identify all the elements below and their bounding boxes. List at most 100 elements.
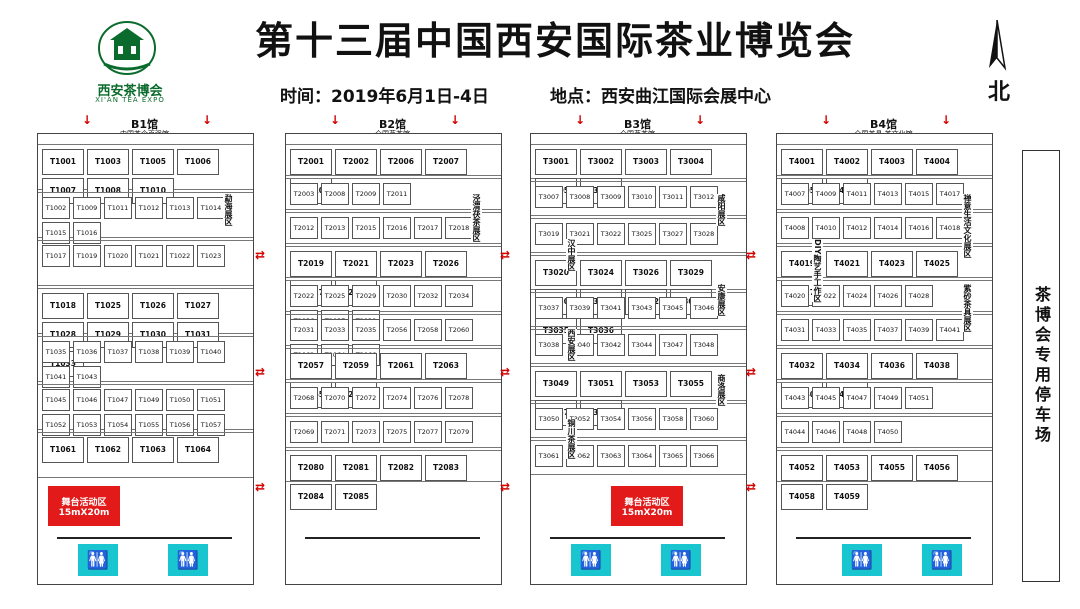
booth[interactable]: T4043 (781, 387, 809, 409)
booth[interactable]: T4050 (874, 421, 902, 443)
booth[interactable]: T1023 (197, 245, 225, 267)
booth[interactable]: T4049 (874, 387, 902, 409)
booth[interactable]: T3007 (535, 186, 563, 208)
booth[interactable]: T4024 (843, 285, 871, 307)
booth[interactable]: T2068 (290, 387, 318, 409)
booth[interactable]: T2069 (290, 421, 318, 443)
booth[interactable]: T3066 (690, 445, 718, 467)
booth[interactable]: T4014 (874, 217, 902, 239)
booth[interactable]: T3050 (535, 408, 563, 430)
booth[interactable]: T3019 (535, 223, 563, 245)
booth[interactable]: T2079 (445, 421, 473, 443)
booth[interactable]: T2002 (335, 149, 377, 175)
booth[interactable]: T2008 (321, 183, 349, 205)
booth[interactable]: T3048 (690, 334, 718, 356)
booth[interactable]: T2034 (445, 285, 473, 307)
booth[interactable]: T4033 (812, 319, 840, 341)
booth[interactable]: T2011 (383, 183, 411, 205)
booth[interactable]: T2013 (321, 217, 349, 239)
booth[interactable]: T3054 (597, 408, 625, 430)
booth[interactable]: T1041 (42, 366, 70, 388)
booth[interactable]: T4035 (843, 319, 871, 341)
booth[interactable]: T4032 (781, 353, 823, 379)
booth[interactable]: T1061 (42, 437, 84, 463)
booth[interactable]: T1018 (42, 293, 84, 319)
booth[interactable]: T1016 (73, 222, 101, 244)
booth[interactable]: T4052 (781, 455, 823, 481)
booth[interactable]: T1012 (135, 197, 163, 219)
booth[interactable]: T4016 (905, 217, 933, 239)
booth[interactable]: T2017 (414, 217, 442, 239)
booth[interactable]: T1049 (135, 389, 163, 411)
booth[interactable]: T3003 (625, 149, 667, 175)
booth[interactable]: T4045 (812, 387, 840, 409)
booth[interactable]: T3053 (625, 371, 667, 397)
booth[interactable]: T4010 (812, 217, 840, 239)
booth[interactable]: T1050 (166, 389, 194, 411)
booth[interactable]: T4008 (781, 217, 809, 239)
booth[interactable]: T1005 (132, 149, 174, 175)
booth[interactable]: T1017 (42, 245, 70, 267)
booth[interactable]: T3010 (628, 186, 656, 208)
booth[interactable]: T2056 (383, 319, 411, 341)
booth[interactable]: T4037 (874, 319, 902, 341)
booth[interactable]: T4023 (871, 251, 913, 277)
booth[interactable]: T1043 (73, 366, 101, 388)
booth[interactable]: T3047 (659, 334, 687, 356)
booth[interactable]: T2058 (414, 319, 442, 341)
booth[interactable]: T2073 (352, 421, 380, 443)
booth[interactable]: T2009 (352, 183, 380, 205)
booth[interactable]: T2012 (290, 217, 318, 239)
booth[interactable]: T2084 (290, 484, 332, 510)
booth[interactable]: T3039 (566, 297, 594, 319)
booth[interactable]: T2061 (380, 353, 422, 379)
booth[interactable]: T2080 (290, 455, 332, 481)
booth[interactable]: T1036 (73, 341, 101, 363)
booth[interactable]: T4001 (781, 149, 823, 175)
booth[interactable]: T3065 (659, 445, 687, 467)
booth[interactable]: T3051 (580, 371, 622, 397)
booth[interactable]: T1015 (42, 222, 70, 244)
booth[interactable]: T3058 (659, 408, 687, 430)
booth[interactable]: T3045 (659, 297, 687, 319)
booth[interactable]: T3043 (628, 297, 656, 319)
booth[interactable]: T3008 (566, 186, 594, 208)
booth[interactable]: T2006 (380, 149, 422, 175)
booth[interactable]: T3042 (597, 334, 625, 356)
booth[interactable]: T4015 (905, 183, 933, 205)
booth[interactable]: T2015 (352, 217, 380, 239)
booth[interactable]: T1053 (73, 414, 101, 436)
booth[interactable]: T4020 (781, 285, 809, 307)
booth[interactable]: T1003 (87, 149, 129, 175)
booth[interactable]: T1054 (104, 414, 132, 436)
booth[interactable]: T4002 (826, 149, 868, 175)
booth[interactable]: T1045 (42, 389, 70, 411)
booth[interactable]: T1046 (73, 389, 101, 411)
booth[interactable]: T2057 (290, 353, 332, 379)
booth[interactable]: T2059 (335, 353, 377, 379)
booth[interactable]: T4047 (843, 387, 871, 409)
booth[interactable]: T2085 (335, 484, 377, 510)
booth[interactable]: T1025 (87, 293, 129, 319)
booth[interactable]: T4003 (871, 149, 913, 175)
booth[interactable]: T2023 (380, 251, 422, 277)
booth[interactable]: T4031 (781, 319, 809, 341)
booth[interactable]: T1001 (42, 149, 84, 175)
booth[interactable]: T4039 (905, 319, 933, 341)
booth[interactable]: T4021 (826, 251, 868, 277)
booth[interactable]: T2021 (335, 251, 377, 277)
booth[interactable]: T3024 (580, 260, 622, 286)
booth[interactable]: T2077 (414, 421, 442, 443)
booth[interactable]: T2032 (414, 285, 442, 307)
booth[interactable]: T3011 (659, 186, 687, 208)
booth[interactable]: T3028 (690, 223, 718, 245)
booth[interactable]: T3026 (625, 260, 667, 286)
booth[interactable]: T3022 (597, 223, 625, 245)
booth[interactable]: T4036 (871, 353, 913, 379)
booth[interactable]: T1040 (197, 341, 225, 363)
booth[interactable]: T2075 (383, 421, 411, 443)
booth[interactable]: T3049 (535, 371, 577, 397)
booth[interactable]: T2030 (383, 285, 411, 307)
booth[interactable]: T1011 (104, 197, 132, 219)
booth[interactable]: T4058 (781, 484, 823, 510)
